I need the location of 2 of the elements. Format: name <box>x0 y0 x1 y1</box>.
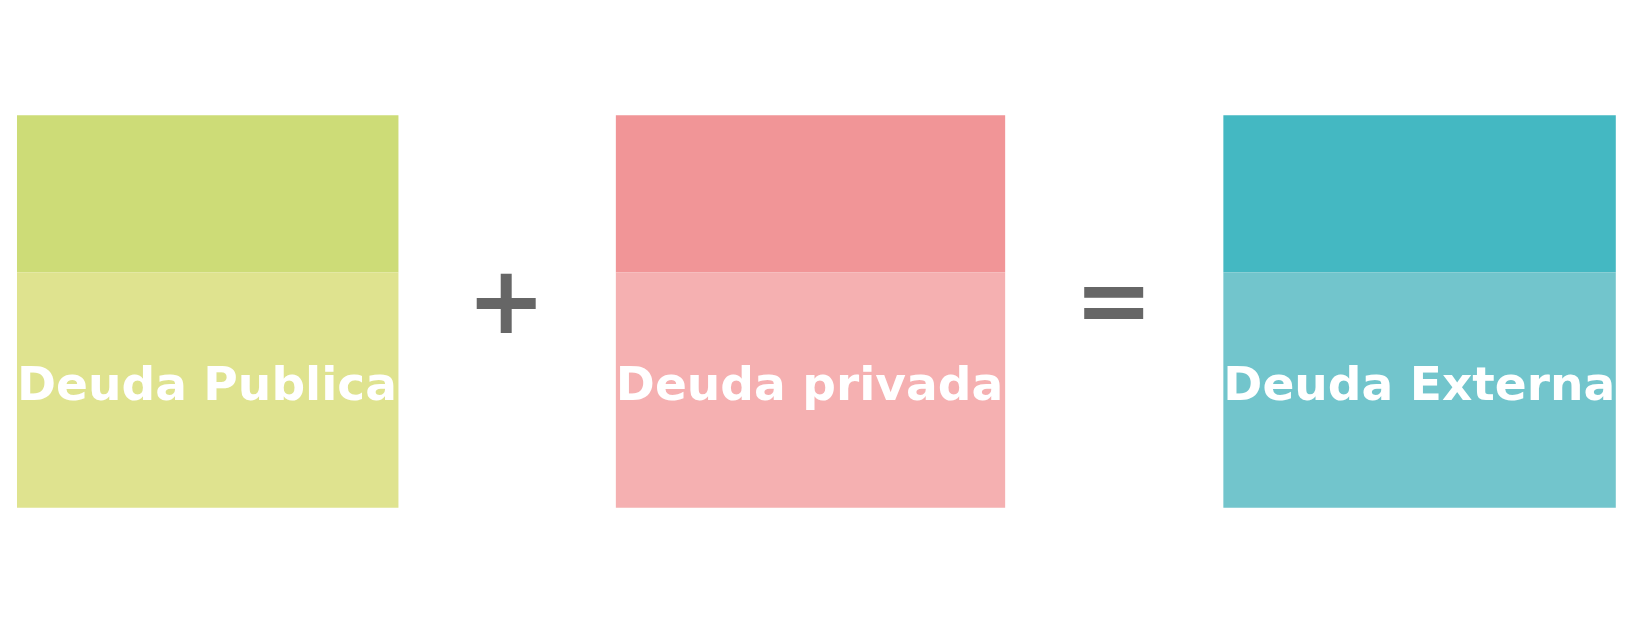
label: + <box>466 246 546 356</box>
label: = <box>1074 246 1154 356</box>
